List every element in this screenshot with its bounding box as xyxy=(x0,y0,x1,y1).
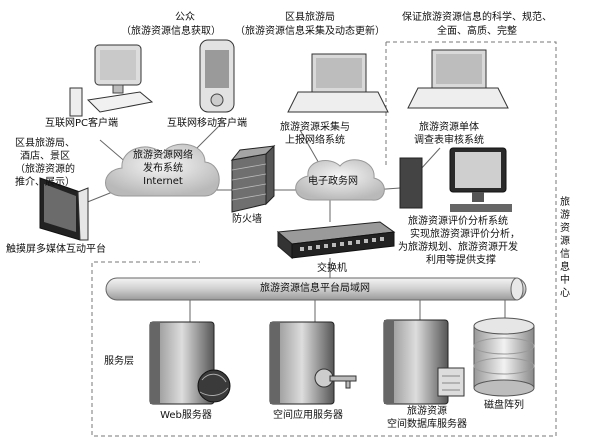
switch-label: 交换机 xyxy=(317,263,347,274)
web-server-icon xyxy=(149,321,231,405)
local-units-line4: 推介、展示） xyxy=(15,177,75,188)
survey-system-line1: 旅游资源单体 xyxy=(419,122,479,133)
disk-array-label: 磁盘阵列 xyxy=(484,400,524,411)
app-server-label: 空间应用服务器 xyxy=(273,410,343,421)
eval-line4: 利用等提供支撑 xyxy=(426,255,496,266)
eval-line2: 实现旅游资源评价分析， xyxy=(410,229,520,240)
survey-system-line2: 调查表审核系统 xyxy=(414,135,484,146)
pc-client-label: 互联网PC客户端 xyxy=(45,118,119,129)
db-server-line1: 旅游资源 xyxy=(407,406,447,417)
quality-line1: 保证旅游资源信息的科学、规范、 xyxy=(402,12,552,23)
service-layer-label: 服务层 xyxy=(104,356,134,367)
disk-array-icon xyxy=(473,317,535,397)
lan-bus xyxy=(105,277,527,301)
lan-label: 旅游资源信息平台局域网 xyxy=(260,283,370,294)
quality-line2: 全面、高质、完整 xyxy=(437,26,517,37)
mobile-client-label: 互联网移动客户端 xyxy=(167,118,247,129)
bureau-title: 区县旅游局 xyxy=(285,12,335,23)
cloud-line1: 旅游资源网络 xyxy=(133,150,193,161)
cloud-line2: 发布系统 xyxy=(143,163,183,174)
center-boundary-top xyxy=(386,41,557,250)
app-server-icon xyxy=(269,321,357,405)
local-units-line1: 区县旅游局、 xyxy=(15,138,75,149)
mobile-client-icon xyxy=(199,39,235,113)
center-vertical-label: 旅游资源信息中心 xyxy=(560,197,570,299)
survey-laptop-icon xyxy=(407,49,509,109)
db-server-line2: 空间数据库服务器 xyxy=(387,419,467,430)
db-server-icon xyxy=(383,319,465,405)
internet-cloud-icon xyxy=(105,143,220,197)
pc-client-icon xyxy=(69,44,154,117)
bureau-subtitle: （旅游资源信息采集及动态更新） xyxy=(235,26,385,37)
local-units-line3: （旅游资源的 xyxy=(15,164,75,175)
eval-workstation-icon xyxy=(399,147,512,212)
collect-system-line2: 上报网络系统 xyxy=(285,135,345,146)
bureau-laptop-icon xyxy=(287,53,389,113)
firewall-icon xyxy=(230,144,276,213)
egov-cloud-icon xyxy=(295,159,385,201)
collect-system-line1: 旅游资源采集与 xyxy=(280,122,350,133)
firewall-label: 防火墙 xyxy=(232,214,262,225)
web-server-label: Web服务器 xyxy=(160,410,212,421)
switch-icon xyxy=(276,221,396,260)
touchscreen-kiosk-icon xyxy=(39,177,89,241)
connection-lines xyxy=(79,124,506,325)
public-subtitle: （旅游资源信息获取） xyxy=(121,26,221,37)
cloud-line3: Internet xyxy=(143,176,183,187)
local-units-line2: 酒店、景区 xyxy=(20,151,70,162)
eval-line1: 旅游资源评价分析系统 xyxy=(408,216,508,227)
eval-line3: 为旅游规划、旅游资源开发 xyxy=(398,242,518,253)
egov-label: 电子政务网 xyxy=(308,176,358,187)
public-title: 公众 xyxy=(175,12,195,23)
touch-platform-label: 触摸屏多媒体互动平台 xyxy=(6,244,106,255)
